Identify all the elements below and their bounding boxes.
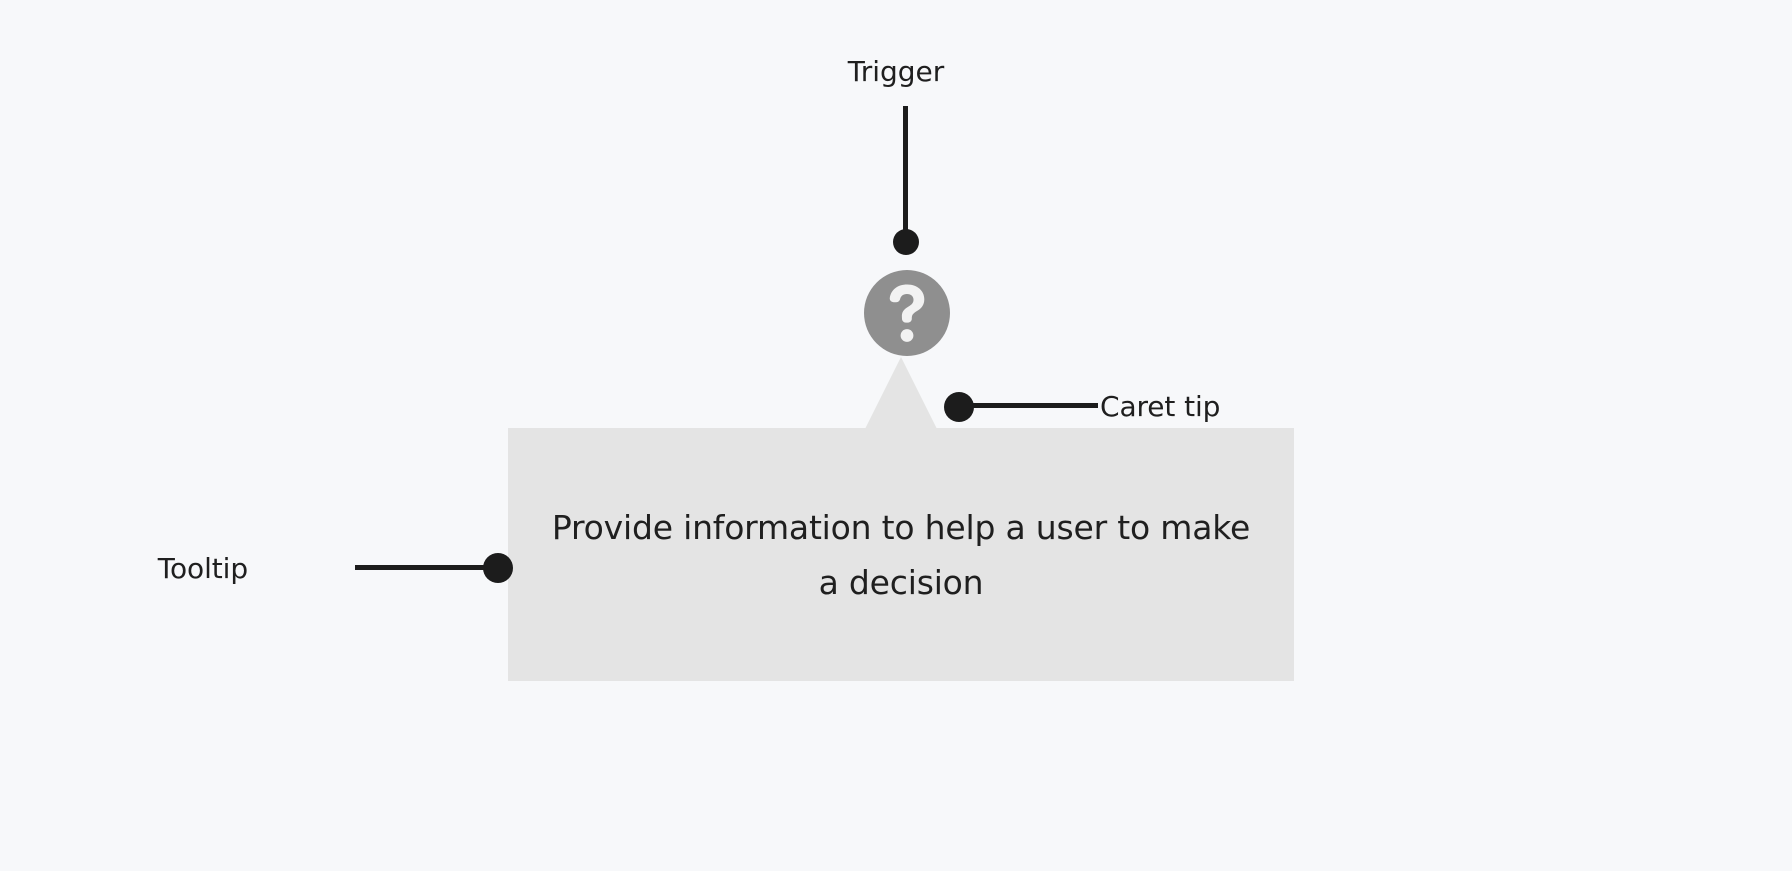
tooltip-box: Provide information to help a user to ma… [508,428,1294,681]
question-mark-circle-icon[interactable] [864,270,950,356]
annotation-connector-tooltip [355,565,489,570]
annotation-dot-caret-tip [944,392,974,422]
question-mark-circle-svg [864,270,950,356]
annotation-label-caret-tip: Caret tip [1100,390,1221,423]
annotation-dot-trigger [893,229,919,255]
annotation-connector-trigger [903,106,908,242]
annotation-label-trigger: Trigger [847,55,945,88]
tooltip-caret [865,357,937,429]
annotation-label-tooltip: Tooltip [157,552,248,585]
annotation-connector-caret-tip [970,403,1098,408]
tooltip-body-text: Provide information to help a user to ma… [551,507,1251,602]
